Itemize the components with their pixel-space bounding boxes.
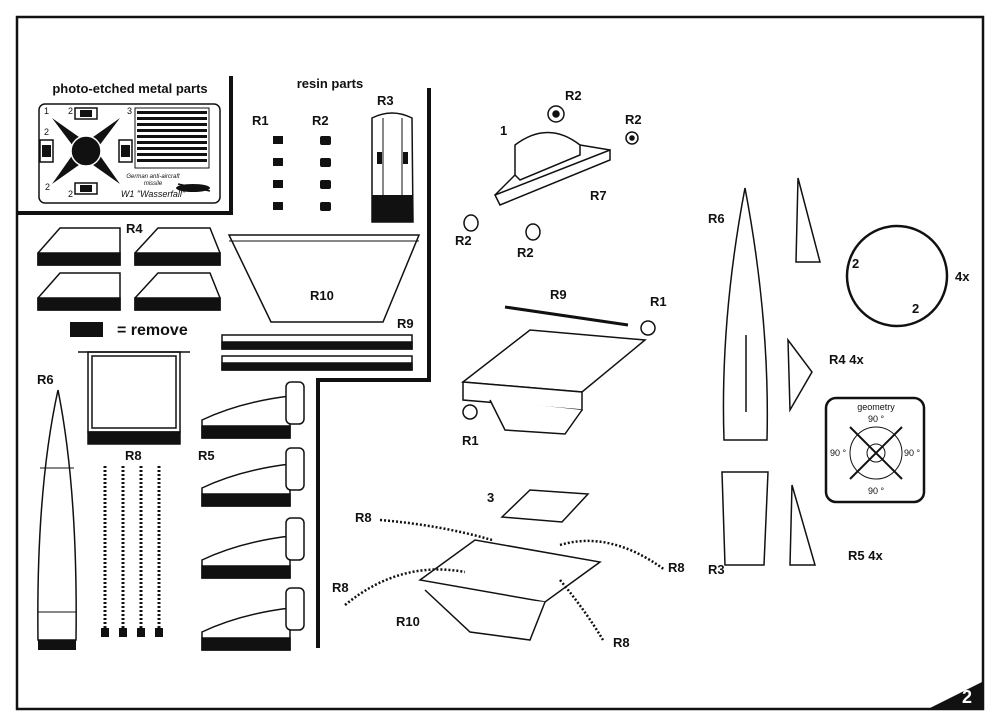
step1-label-r2d: R2 <box>517 245 534 260</box>
assembly-label-r10: R10 <box>396 614 420 629</box>
r9-rail-loose <box>504 305 629 327</box>
step1-label-r2a: R2 <box>565 88 582 103</box>
assembly-label-r5x: R5 4x <box>848 548 883 563</box>
remove-swatch <box>70 322 103 337</box>
detail-qty: 4x <box>955 269 970 284</box>
r2-parts <box>320 136 331 211</box>
r9-parts <box>221 334 413 371</box>
r10-tray <box>227 234 421 323</box>
fret-number-2a: 2 <box>68 106 73 116</box>
fret-number-3: 3 <box>127 106 132 116</box>
assembly-label-r8b: R8 <box>332 580 349 595</box>
missile-assembly <box>721 187 769 566</box>
geometry-title: geometry <box>857 402 895 412</box>
step1-frame <box>493 131 611 206</box>
page-frame <box>15 15 985 711</box>
label-r9: R9 <box>397 316 414 331</box>
fret-number-2c: 2 <box>45 182 50 192</box>
step3-grille <box>500 489 590 523</box>
fret-caption-2: missile <box>144 181 163 187</box>
geometry-top: 90 ° <box>868 414 885 424</box>
assembly-label-r8c: R8 <box>668 560 685 575</box>
photo-etched-fret <box>38 103 221 204</box>
missile-fins <box>787 177 821 566</box>
label-r4: R4 <box>126 221 143 236</box>
label-r10: R10 <box>310 288 334 303</box>
r6-missile-part <box>37 389 77 650</box>
fret-caption-1: German anti-aircraft <box>126 174 180 180</box>
r1-parts <box>273 136 283 210</box>
step1-label-r2b: R2 <box>625 112 642 127</box>
fret-number-2b: 2 <box>44 127 49 137</box>
r1-part-b <box>462 404 478 420</box>
assembly-label-r9: R9 <box>550 287 567 302</box>
r7-frame <box>78 351 190 445</box>
label-r8: R8 <box>125 448 142 463</box>
assembly-label-r1b: R1 <box>462 433 479 448</box>
label-r6: R6 <box>37 372 54 387</box>
detail-number-1: 2 <box>852 256 859 271</box>
r5-parts <box>201 381 305 651</box>
label-r3: R3 <box>377 93 394 108</box>
assembly-label-r3: R3 <box>708 562 725 577</box>
assembly-label-r6: R6 <box>708 211 725 226</box>
remove-legend: = remove <box>117 322 188 339</box>
r8-assembly-ropes <box>344 518 666 641</box>
page-number-tab <box>930 682 982 708</box>
r9-assembly-tray <box>461 329 647 435</box>
section-divider <box>17 76 431 648</box>
label-r2: R2 <box>312 113 329 128</box>
detail-number-2: 2 <box>912 301 919 316</box>
assembly-label-r8d: R8 <box>613 635 630 650</box>
geometry-bottom: 90 ° <box>868 486 885 496</box>
assembly-label-r1a: R1 <box>650 294 667 309</box>
fret-name: W1 "Wasserfall" <box>121 189 186 199</box>
fret-number-2d: 2 <box>68 189 73 199</box>
label-r1: R1 <box>252 113 269 128</box>
label-r5: R5 <box>198 448 215 463</box>
geometry-right: 90 ° <box>904 448 921 458</box>
assembly-label-r8a: R8 <box>355 510 372 525</box>
assembly-label-r4x: R4 4x <box>829 352 864 367</box>
step1-label-r2c: R2 <box>455 233 472 248</box>
step1-label-r7: R7 <box>590 188 607 203</box>
r8-ropes <box>103 466 161 628</box>
r4-parts <box>37 227 221 311</box>
geometry-box <box>824 396 926 504</box>
step-1-number: 1 <box>500 123 507 138</box>
r10-assembly-tray <box>418 539 602 641</box>
r3-tail-part <box>371 112 414 223</box>
page-number: 2 <box>962 687 972 707</box>
step1-r2-parts <box>463 105 639 241</box>
fret-number-1: 1 <box>44 106 49 116</box>
resin-title: resin parts <box>297 76 363 91</box>
photo-etched-title: photo-etched metal parts <box>52 81 207 96</box>
r8-rope-ends <box>101 628 163 637</box>
r1-part-a <box>640 320 656 336</box>
detail-magnifier <box>845 224 949 328</box>
geometry-left: 90 ° <box>830 448 847 458</box>
step-3-number: 3 <box>487 490 494 505</box>
